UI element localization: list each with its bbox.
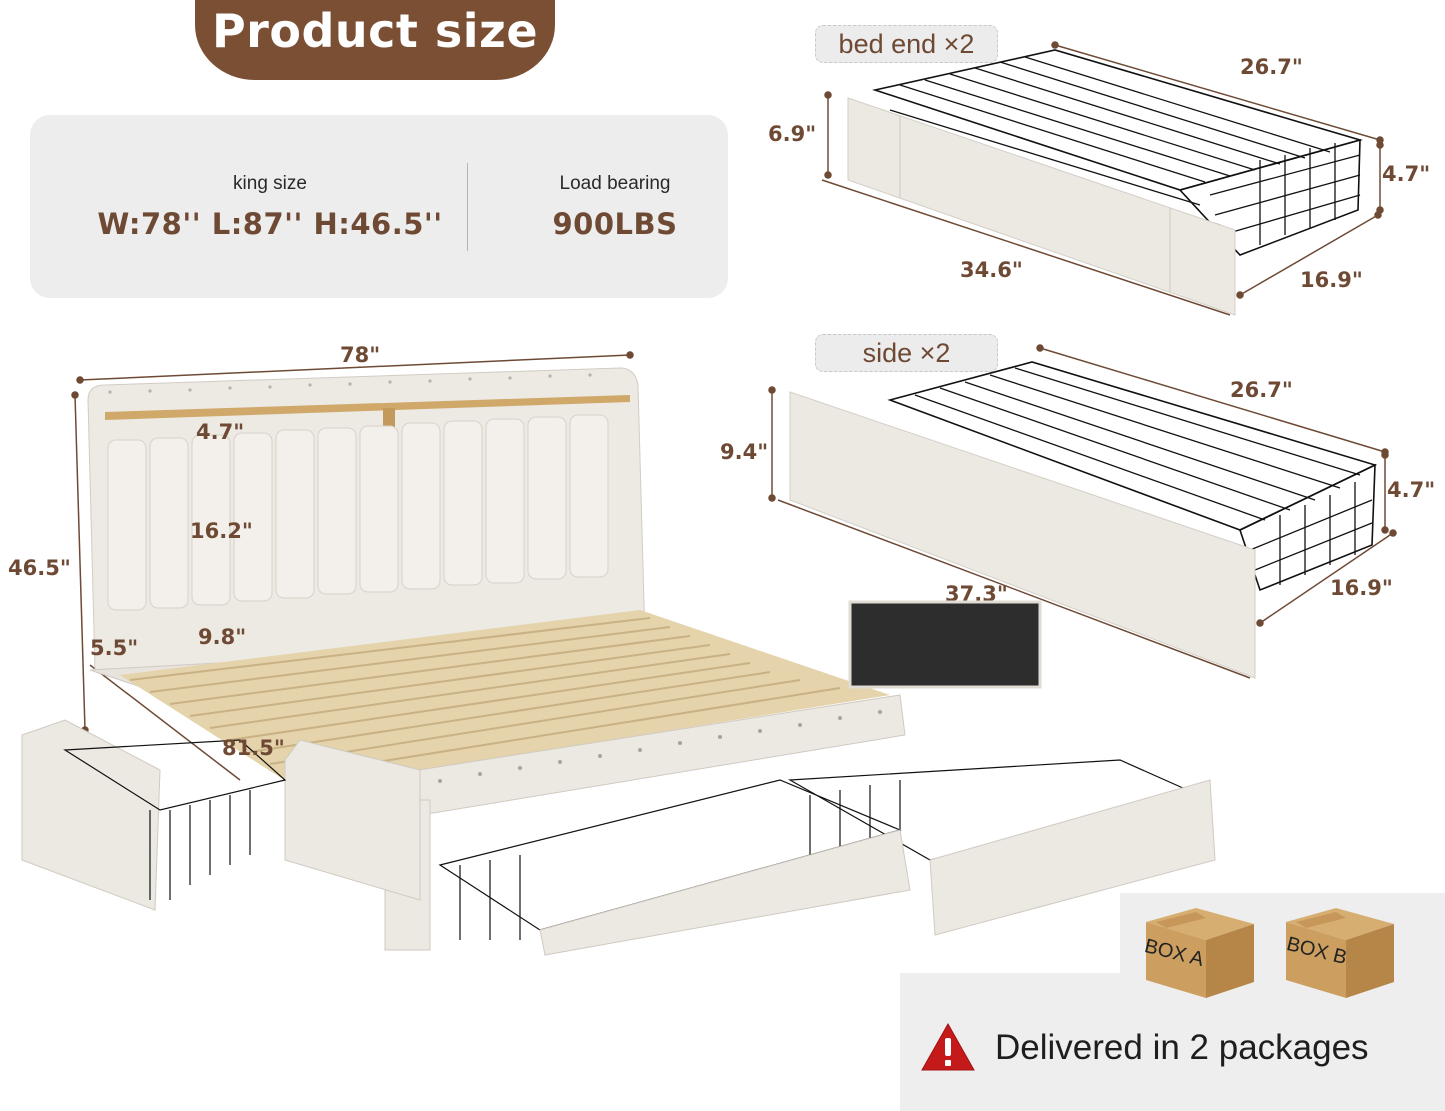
headboard-panel-height: 16.2" — [190, 519, 253, 543]
load-label: Load bearing — [559, 173, 671, 194]
headboard-gap-height: 9.8" — [198, 625, 247, 649]
size-label: king size — [233, 173, 307, 194]
delivery-notice: Delivered in 2 packages — [995, 1028, 1369, 1067]
box-b-icon — [1286, 908, 1394, 998]
packaging-panel — [900, 973, 1445, 1111]
load-value: 900LBS — [552, 207, 678, 241]
bed-total-height: 46.5" — [8, 556, 71, 580]
bed-end-tag: bed end ×2 — [815, 25, 998, 63]
bed-end-basket-width: 16.9" — [1300, 268, 1363, 292]
bed-illustration — [21, 351, 1216, 956]
side-depth: 26.7" — [1230, 378, 1293, 402]
bed-end-basket-height: 4.7" — [1382, 162, 1431, 186]
box-a: BOX A — [1136, 900, 1266, 1004]
bed-end-drawer-illustration — [821, 41, 1384, 316]
size-dimensions: W:78'' L:87'' H:46.5'' — [97, 207, 443, 241]
title-banner: Product size — [195, 0, 555, 80]
bed-length: 81.5" — [222, 736, 285, 760]
box-a-icon — [1146, 908, 1254, 998]
page-title: Product size — [211, 4, 539, 58]
load-spec: Load bearing 900LBS — [500, 173, 730, 241]
side-front-height: 9.4" — [720, 440, 769, 464]
bed-end-front-width: 34.6" — [960, 258, 1023, 282]
clearance-height: 5.5" — [90, 636, 139, 660]
shelf-height: 4.7" — [196, 420, 245, 444]
bed-width: 78" — [340, 343, 381, 367]
bed-end-front-height: 6.9" — [768, 122, 817, 146]
side-drawer-illustration — [768, 344, 1397, 679]
box-b: BOX B — [1276, 900, 1406, 1004]
spec-panel: king size W:78'' L:87'' H:46.5'' Load be… — [30, 115, 728, 298]
side-basket-height: 4.7" — [1387, 478, 1436, 502]
bed-end-depth: 26.7" — [1240, 55, 1303, 79]
spec-divider — [467, 163, 468, 251]
warning-triangle-icon — [921, 1022, 975, 1071]
side-tag: side ×2 — [815, 334, 998, 372]
side-basket-width: 16.9" — [1330, 576, 1393, 600]
size-spec: king size W:78'' L:87'' H:46.5'' — [80, 173, 460, 241]
